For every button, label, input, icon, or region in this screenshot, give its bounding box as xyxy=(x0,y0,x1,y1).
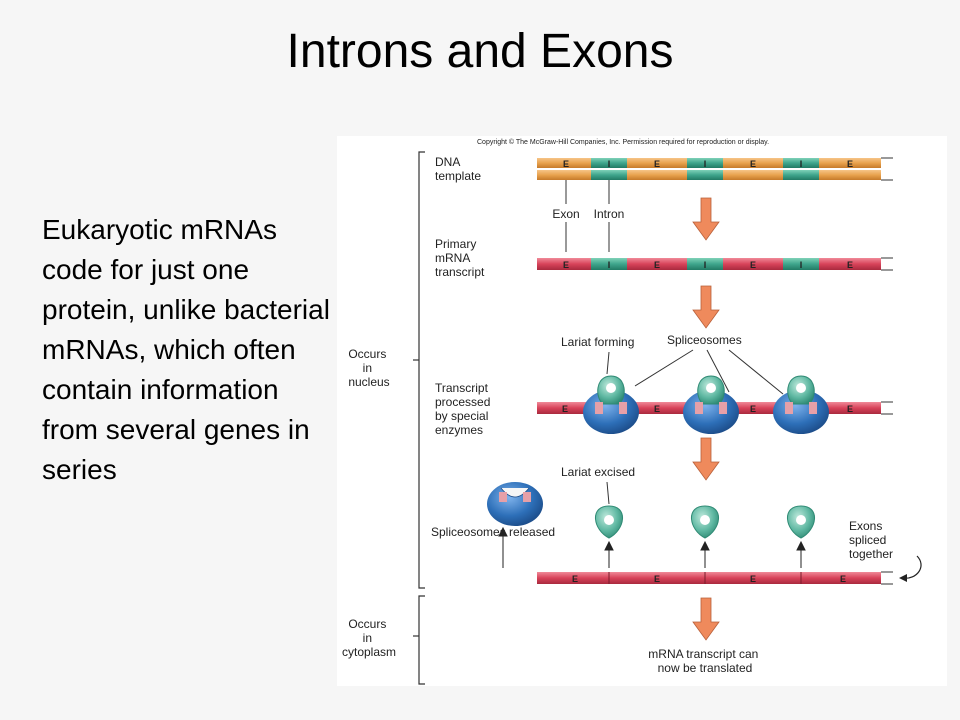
svg-text:I: I xyxy=(704,260,707,270)
svg-text:I: I xyxy=(608,260,611,270)
svg-text:E: E xyxy=(654,404,660,414)
spliceosome-complex xyxy=(683,375,739,434)
svg-text:E: E xyxy=(562,404,568,414)
process-arrow xyxy=(692,597,720,641)
svg-text:E: E xyxy=(563,260,569,270)
svg-text:E: E xyxy=(750,574,756,584)
svg-text:E: E xyxy=(572,574,578,584)
body-text: Eukaryotic mRNAs code for just one prote… xyxy=(42,214,330,485)
excised-lariat xyxy=(595,505,623,539)
process-arrow xyxy=(692,285,720,329)
svg-text:E: E xyxy=(654,159,660,169)
excised-lariat xyxy=(787,505,815,539)
spliceosomes-label: Spliceosomes xyxy=(667,333,742,347)
cytoplasm-bracket xyxy=(418,595,425,685)
svg-text:E: E xyxy=(750,159,756,169)
process-arrow xyxy=(692,197,720,241)
lariat-forming-label: Lariat forming xyxy=(561,335,634,349)
spliced-mrna-strand: E E E E xyxy=(537,571,893,585)
translated-label: mRNA transcript can now be translated xyxy=(648,647,761,675)
nucleus-bracket xyxy=(418,151,425,589)
svg-text:E: E xyxy=(847,159,853,169)
spliceosomes-released-label: Spliceosomes released xyxy=(431,525,555,539)
released-spliceosome xyxy=(487,482,543,526)
copyright-note: Copyright © The McGraw-Hill Companies, I… xyxy=(477,138,769,146)
slide-title: Introns and Exons xyxy=(286,25,674,78)
primary-mrna-strand: E I E I E I E xyxy=(537,257,893,271)
splicing-figure: Copyright © The McGraw-Hill Companies, I… xyxy=(337,136,947,686)
svg-text:E: E xyxy=(840,574,846,584)
dna-template-strand: E I E I E I E xyxy=(537,157,893,181)
svg-text:I: I xyxy=(704,159,707,169)
spliceosome-complex xyxy=(773,375,829,434)
processed-transcript-label: Transcript processed by special enzymes xyxy=(435,381,494,437)
svg-text:E: E xyxy=(750,404,756,414)
svg-text:E: E xyxy=(750,260,756,270)
spliceosome-complex xyxy=(583,375,639,434)
cytoplasm-label: Occurs in cytoplasm xyxy=(342,617,396,659)
intron-label: Intron xyxy=(594,207,625,221)
svg-text:E: E xyxy=(563,159,569,169)
svg-text:E: E xyxy=(654,574,660,584)
excised-lariat xyxy=(691,505,719,539)
process-arrow xyxy=(692,437,720,481)
svg-text:E: E xyxy=(847,404,853,414)
svg-text:E: E xyxy=(847,260,853,270)
dna-template-label: DNA template xyxy=(435,155,481,183)
nucleus-label: Occurs in nucleus xyxy=(348,347,389,389)
svg-text:E: E xyxy=(654,260,660,270)
svg-text:I: I xyxy=(608,159,611,169)
svg-text:I: I xyxy=(800,159,803,169)
exon-label: Exon xyxy=(552,207,579,221)
primary-transcript-label: Primary mRNA transcript xyxy=(435,237,485,279)
svg-text:I: I xyxy=(800,260,803,270)
lariat-excised-label: Lariat excised xyxy=(561,465,635,479)
exons-spliced-label: Exons spliced together xyxy=(849,519,893,561)
